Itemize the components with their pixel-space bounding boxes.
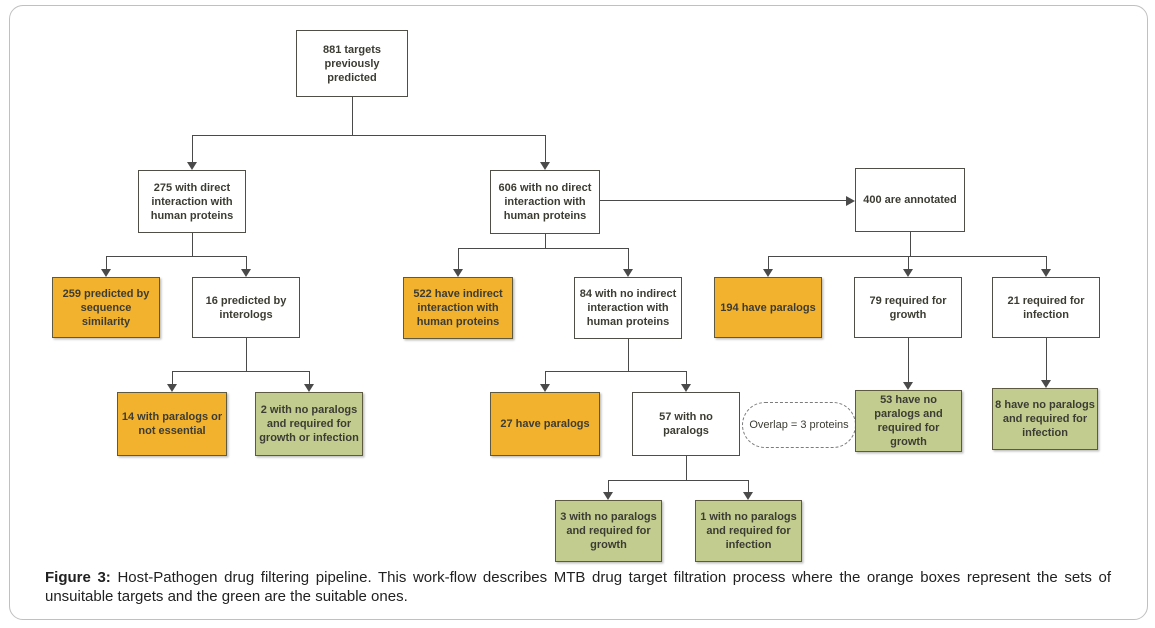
arrowhead-down-icon — [1041, 269, 1051, 277]
node-57-no-paralogs: 57 with no paralogs — [632, 392, 740, 456]
node-27-have-paralogs: 27 have paralogs — [490, 392, 600, 456]
arrowhead-down-icon — [241, 269, 251, 277]
arrowhead-down-icon — [187, 162, 197, 170]
arrowhead-down-icon — [743, 492, 753, 500]
connector-line — [1046, 338, 1047, 381]
connector-line — [106, 256, 247, 257]
connector-line — [172, 371, 310, 372]
connector-line — [608, 480, 609, 493]
connector-line — [768, 256, 1047, 257]
arrowhead-down-icon — [603, 492, 613, 500]
connector-line — [628, 248, 629, 270]
connector-line — [172, 371, 173, 385]
connector-line — [458, 248, 459, 270]
node-881-previously-predicted: 881 targets previously predicted — [296, 30, 408, 97]
arrowhead-down-icon — [1041, 380, 1051, 388]
arrowhead-right-icon — [846, 196, 855, 206]
connector-line — [192, 135, 193, 162]
arrowhead-down-icon — [540, 384, 550, 392]
arrowhead-down-icon — [903, 382, 913, 390]
arrowhead-down-icon — [453, 269, 463, 277]
connector-line — [192, 233, 193, 256]
connector-line — [309, 371, 310, 385]
node-3-no-paralogs-growth: 3 with no paralogs and required for grow… — [555, 500, 662, 562]
node-2-no-paralogs-growth-infection: 2 with no paralogs and required for grow… — [255, 392, 363, 456]
arrowhead-down-icon — [167, 384, 177, 392]
connector-line — [908, 256, 909, 270]
connector-line — [908, 338, 909, 383]
arrowhead-down-icon — [623, 269, 633, 277]
node-1-no-paralogs-infection: 1 with no paralogs and required for infe… — [695, 500, 802, 562]
arrowhead-down-icon — [304, 384, 314, 392]
arrowhead-down-icon — [681, 384, 691, 392]
connector-line — [686, 456, 687, 481]
overlap-note: Overlap = 3 proteins — [742, 402, 856, 448]
node-8-no-paralogs-infection: 8 have no paralogs and required for infe… — [992, 388, 1098, 450]
connector-line — [246, 256, 247, 270]
arrowhead-down-icon — [101, 269, 111, 277]
figure-caption: Figure 3: Host-Pathogen drug filtering p… — [45, 568, 1111, 606]
node-194-have-paralogs: 194 have paralogs — [714, 277, 822, 338]
node-259-sequence-similarity: 259 predicted by sequence similarity — [52, 277, 160, 338]
figure-caption-label: Figure 3: — [45, 569, 111, 586]
node-400-annotated: 400 are annotated — [855, 168, 965, 232]
connector-line — [545, 234, 546, 249]
arrowhead-down-icon — [903, 269, 913, 277]
node-275-direct-interaction: 275 with direct interaction with human p… — [138, 170, 246, 233]
connector-line — [352, 97, 353, 135]
connector-line — [910, 232, 911, 256]
arrowhead-down-icon — [763, 269, 773, 277]
figure-caption-text: Host-Pathogen drug filtering pipeline. T… — [45, 569, 1112, 605]
node-16-interologs: 16 predicted by interologs — [192, 277, 300, 338]
connector-line — [628, 339, 629, 372]
connector-line — [106, 256, 107, 270]
connector-line — [768, 256, 769, 270]
connector-line — [600, 200, 846, 201]
connector-line — [686, 371, 687, 385]
node-79-required-growth: 79 required for growth — [854, 277, 962, 338]
node-606-no-direct-interaction: 606 with no direct interaction with huma… — [490, 170, 600, 234]
node-84-no-indirect-interaction: 84 with no indirect interaction with hum… — [574, 277, 682, 339]
connector-line — [545, 371, 546, 385]
connector-line — [608, 480, 749, 481]
connector-line — [246, 338, 247, 372]
connector-line — [1046, 256, 1047, 270]
connector-line — [458, 248, 629, 249]
connector-line — [748, 480, 749, 493]
node-53-no-paralogs-growth: 53 have no paralogs and required for gro… — [855, 390, 962, 452]
node-21-required-infection: 21 required for infection — [992, 277, 1100, 338]
node-522-indirect-interaction: 522 have indirect interaction with human… — [403, 277, 513, 339]
node-14-paralogs-not-essential: 14 with paralogs or not essential — [117, 392, 227, 456]
connector-line — [545, 135, 546, 162]
connector-line — [192, 135, 546, 136]
connector-line — [545, 371, 687, 372]
arrowhead-down-icon — [540, 162, 550, 170]
